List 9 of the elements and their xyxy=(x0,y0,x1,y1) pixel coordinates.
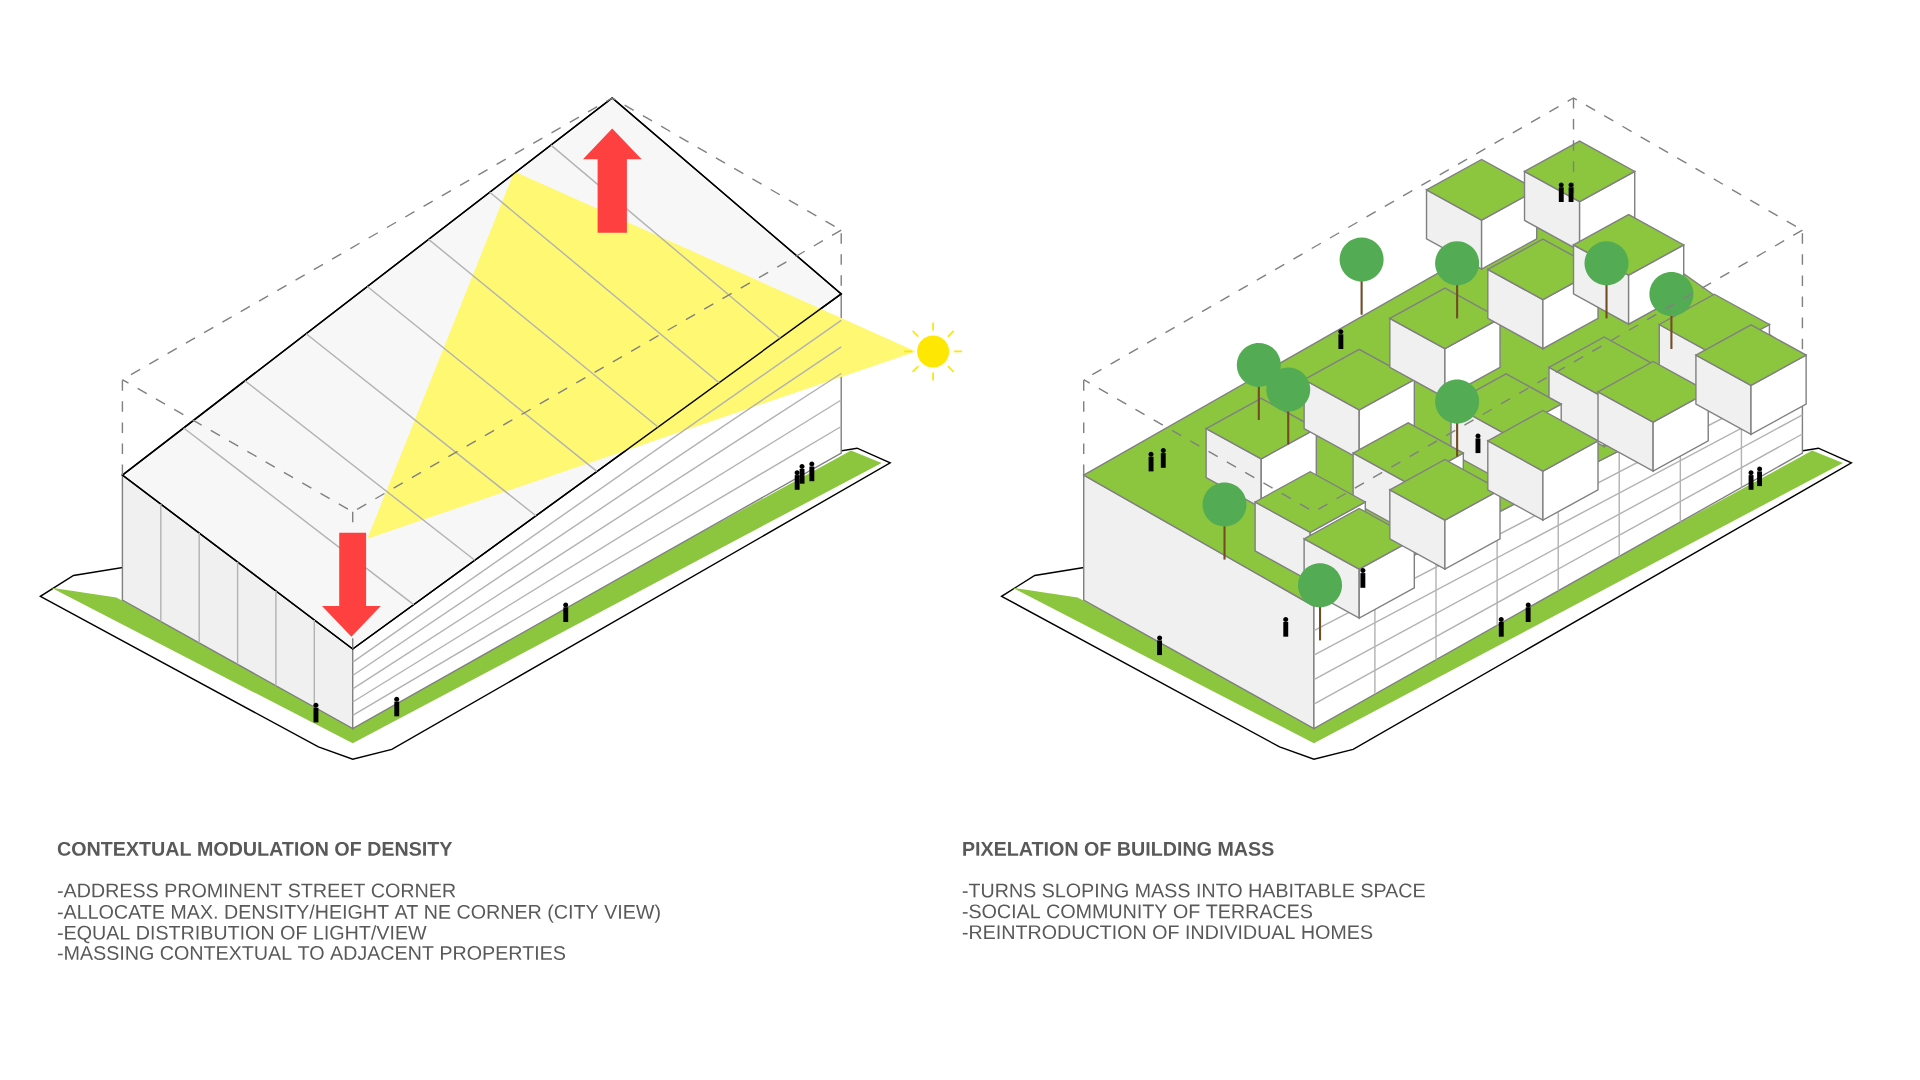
note-text: -TURNS SLOPING MASS INTO HABITABLE SPACE xyxy=(962,883,1425,898)
note-text: -SOCIAL COMMUNITY OF TERRACES xyxy=(962,904,1313,919)
note-text: -EQUAL DISTRIBUTION OF LIGHT/VIEW xyxy=(57,925,427,944)
note-text: -ALLOCATE MAX. DENSITY/HEIGHT AT NE CORNER (CITY VIEW) xyxy=(57,904,660,923)
note-text: -REINTRODUCTION OF INDIVIDUAL HOMES xyxy=(962,925,1373,940)
heading: PIXELATION OF BUILDING MASS xyxy=(963,841,1274,856)
note-text: -ADDRESS PROMINENT STREET CORNER xyxy=(57,883,456,898)
heading: CONTEXTUAL MODULATION OF DENSITY xyxy=(57,841,453,856)
note-text: -MASSING CONTEXTUAL TO ADJACENT PROPERTIES xyxy=(57,946,566,960)
